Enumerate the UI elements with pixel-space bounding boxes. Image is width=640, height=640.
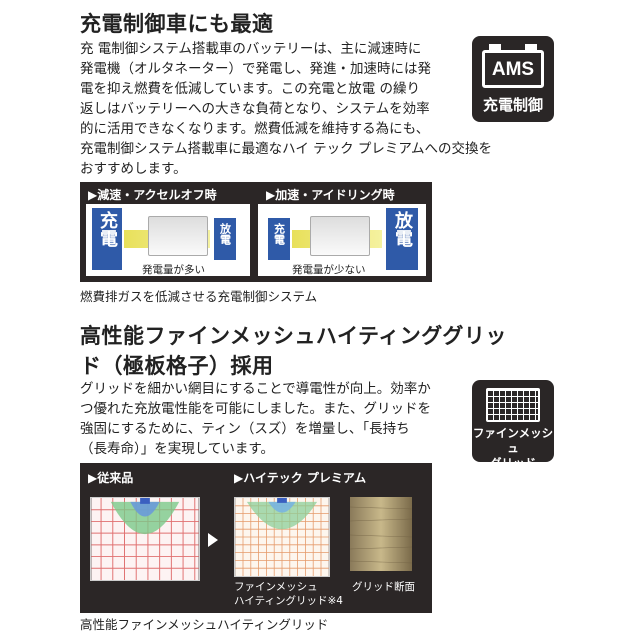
grid-comparison-diagram: ▶従来品 ▶ハイテック プレミアム bbox=[80, 463, 432, 613]
paragraph-line: 的に活用できなくなります。燃費低減を維持する為にも、 bbox=[80, 121, 430, 137]
discharge-tag-large: 放電 bbox=[386, 208, 418, 270]
charge-label-small: 充電 bbox=[272, 223, 286, 245]
battery-image-2 bbox=[310, 216, 370, 256]
charge-control-diagram: ▶減速・アクセルオフ時 ▶加速・アイドリング時 充電 放電 発電量が多い 充電 … bbox=[80, 182, 432, 282]
paragraph-line: 電を抑え燃費を低減しています。この充電と放電 の繰り bbox=[80, 81, 421, 97]
section1-caption: 燃費排ガスを低減させる充電制御システム bbox=[80, 289, 318, 304]
fine-mesh-grid-badge: ファインメッシュ グリッド bbox=[472, 380, 554, 470]
paragraph-line: グリッドを細かい網目にすることで導電性が向上。効率か bbox=[80, 381, 431, 397]
paragraph-line: 強固にするために、ティン（スズ）を増量し、「長持ち bbox=[80, 421, 410, 437]
left-heading: ▶減速・アクセルオフ時 bbox=[88, 188, 217, 202]
fine-mesh-label-2: ハイティングリッド※4 bbox=[234, 595, 343, 607]
conventional-heading: ▶従来品 bbox=[88, 471, 134, 485]
grid-badge-line1: ファインメッシュ bbox=[472, 426, 554, 455]
charge-tag-large: 充電 bbox=[92, 208, 122, 270]
right-heading: ▶加速・アイドリング時 bbox=[266, 188, 395, 202]
charge-label: 充電 bbox=[97, 211, 118, 247]
grid-badge-label: ファインメッシュ グリッド bbox=[472, 426, 554, 471]
fine-mesh-label-1: ファインメッシュ bbox=[234, 581, 318, 593]
battery-image bbox=[148, 216, 208, 256]
arrow-right-icon bbox=[208, 533, 218, 547]
discharge-label: 放電 bbox=[218, 223, 232, 245]
discharge-label-large: 放電 bbox=[392, 211, 413, 247]
paragraph-line: （長寿命）」を実現しています。 bbox=[80, 441, 274, 457]
section2-title-line1: 高性能ファインメッシュハイティンググリッ bbox=[80, 324, 507, 348]
grid-battery-icon bbox=[486, 388, 540, 422]
paragraph-line: 発電機（オルタネーター）で発電し、発進・加速時には発 bbox=[80, 61, 431, 77]
conventional-grid-image bbox=[90, 497, 200, 581]
fine-mesh-grid-image bbox=[234, 497, 330, 577]
right-note: 発電量が少ない bbox=[292, 264, 366, 276]
section2-caption: 高性能ファインメッシュハイティングリッド bbox=[80, 617, 329, 632]
paragraph-line: 返しはバッテリーへの大きな負荷となり、システムを効率 bbox=[80, 101, 430, 117]
paragraph-line: 充電制御システム搭載車に最適なハイ テック プレミアムへの交換を bbox=[80, 141, 492, 157]
ams-badge-label: AMS bbox=[491, 59, 535, 80]
hitech-heading: ▶ハイテック プレミアム bbox=[234, 471, 367, 485]
grid-cross-section-image bbox=[350, 497, 412, 571]
discharge-tag-small: 放電 bbox=[214, 218, 236, 260]
left-note: 発電量が多い bbox=[142, 264, 205, 276]
ams-badge: AMS 充電制御 bbox=[472, 36, 554, 122]
ams-badge-sublabel: 充電制御 bbox=[482, 96, 543, 114]
paragraph-line: つ優れた充放電性能を可能にしました。また、グリッドを bbox=[80, 401, 431, 417]
grid-badge-line2: グリッド bbox=[490, 456, 536, 470]
section1-title: 充電制御車にも最適 bbox=[80, 12, 274, 36]
paragraph-line: 充 電制御システム搭載車のバッテリーは、主に減速時に bbox=[80, 41, 422, 57]
cross-section-label: グリッド断面 bbox=[352, 581, 415, 593]
paragraph-line: おすすめします。 bbox=[80, 161, 187, 177]
battery-icon: AMS bbox=[482, 44, 544, 88]
section2-title-line2: ド（極板格子）採用 bbox=[80, 354, 274, 378]
charge-tag-small: 充電 bbox=[268, 218, 290, 260]
